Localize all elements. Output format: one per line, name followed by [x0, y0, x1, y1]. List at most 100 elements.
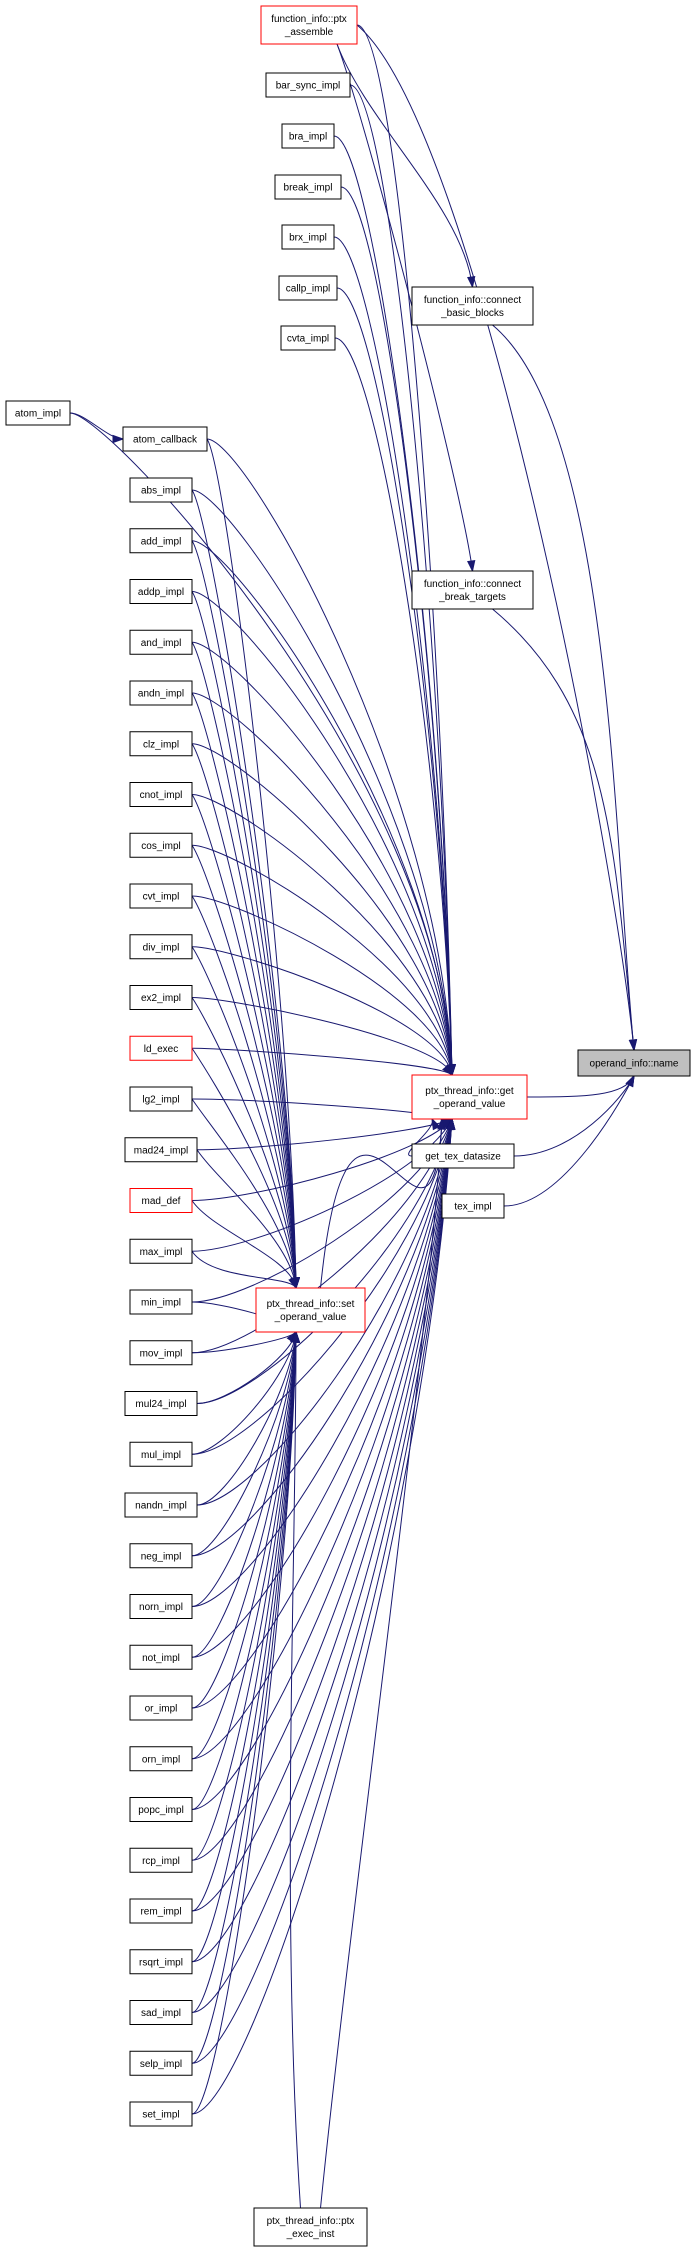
node-popc-impl[interactable]: popc_impl — [129, 1797, 193, 1822]
node-box — [280, 325, 336, 351]
node-label: atom_impl — [15, 409, 61, 420]
edge-ld_exec-to-get_op — [191, 1047, 453, 1076]
edge-neg_impl-to-set_op — [191, 1331, 297, 1557]
node-label: selp_impl — [140, 2059, 182, 2070]
node-label: _exec_inst — [286, 2229, 335, 2240]
node-box — [129, 1746, 193, 1772]
edge-addp_impl-to-set_op — [191, 591, 297, 1289]
node-atom-callback[interactable]: atom_callback — [122, 426, 208, 452]
node-norn-impl[interactable]: norn_impl — [129, 1594, 193, 1619]
node-fi-assemble[interactable]: function_info::ptx_assemble — [260, 5, 358, 45]
node-label: tex_impl — [454, 1202, 491, 1213]
edge-selp_impl-to-set_op — [191, 1331, 297, 2064]
node-set-impl[interactable]: set_impl — [129, 2101, 193, 2127]
arrowhead-set_impl-to-get_op — [447, 1117, 456, 1130]
node-mul24-impl[interactable]: mul24_impl — [124, 1391, 198, 1416]
node-abs-impl[interactable]: abs_impl — [129, 477, 193, 503]
arrowhead-tex_impl-to-target — [625, 1074, 635, 1088]
edge-cvt_impl-to-set_op — [191, 895, 297, 1289]
edge-orn_impl-to-set_op — [191, 1331, 297, 1760]
edge-mad_def-to-get_op — [191, 1118, 453, 1201]
edge-cnot_impl-to-set_op — [191, 794, 297, 1289]
node-add-impl[interactable]: add_impl — [129, 528, 193, 554]
node-set-op[interactable]: ptx_thread_info::set_operand_value — [255, 1287, 366, 1333]
node-box — [129, 1188, 193, 1213]
node-box — [122, 426, 208, 452]
node-tex-impl[interactable]: tex_impl — [441, 1193, 505, 1219]
node-box — [129, 477, 193, 503]
node-label: bra_impl — [289, 132, 327, 143]
node-orn-impl[interactable]: orn_impl — [129, 1746, 193, 1772]
node-target[interactable]: operand_info::name — [577, 1049, 691, 1077]
node-label: addp_impl — [138, 587, 184, 598]
node-mad24-impl[interactable]: mad24_impl — [124, 1137, 198, 1163]
node-and-impl[interactable]: and_impl — [129, 629, 193, 655]
node-mul-impl[interactable]: mul_impl — [129, 1441, 193, 1467]
node-bar-sync-impl[interactable]: bar_sync_impl — [265, 72, 351, 98]
node-min-impl[interactable]: min_impl — [129, 1289, 193, 1315]
edge-exec_inst-to-set_op — [289, 1331, 301, 2209]
node-box — [278, 275, 338, 301]
edge-tex_impl-to-target — [503, 1075, 635, 1207]
node-cnot-impl[interactable]: cnot_impl — [129, 782, 193, 807]
node-mov-impl[interactable]: mov_impl — [129, 1340, 193, 1366]
node-bra-impl[interactable]: bra_impl — [281, 123, 335, 149]
node-box — [129, 1594, 193, 1619]
node-box — [124, 1391, 198, 1416]
node-callp-impl[interactable]: callp_impl — [278, 275, 338, 301]
nodes-layer: operand_info::nameptx_thread_info::get_o… — [5, 5, 691, 2247]
node-not-impl[interactable]: not_impl — [129, 1644, 193, 1670]
node-box — [129, 985, 193, 1010]
node-exec-inst[interactable]: ptx_thread_info::ptx_exec_inst — [253, 2207, 368, 2247]
edge-neg_impl-to-get_op — [191, 1118, 453, 1557]
node-box — [129, 629, 193, 655]
node-rsqrt-impl[interactable]: rsqrt_impl — [129, 1949, 193, 1975]
node-break-impl[interactable]: break_impl — [274, 174, 342, 200]
node-ld-exec[interactable]: ld_exec — [129, 1035, 193, 1061]
node-box — [265, 72, 351, 98]
edge-fi_assemble-to-get_op — [356, 24, 453, 1076]
node-max-impl[interactable]: max_impl — [129, 1238, 193, 1264]
node-mad-def[interactable]: mad_def — [129, 1188, 193, 1213]
node-rem-impl[interactable]: rem_impl — [129, 1898, 193, 1924]
node-label: add_impl — [141, 536, 182, 547]
node-label: brx_impl — [289, 233, 327, 244]
node-selp-impl[interactable]: selp_impl — [129, 2050, 193, 2076]
node-nandn-impl[interactable]: nandn_impl — [124, 1492, 198, 1518]
node-brx-impl[interactable]: brx_impl — [281, 224, 335, 250]
edge-cos_impl-to-set_op — [191, 844, 297, 1289]
edge-atom_callback-to-set_op — [206, 438, 297, 1289]
node-label: rsqrt_impl — [139, 1957, 183, 1968]
node-rcp-impl[interactable]: rcp_impl — [129, 1847, 193, 1873]
edge-and_impl-to-get_op — [191, 641, 453, 1076]
node-lg2-impl[interactable]: lg2_impl — [129, 1086, 193, 1112]
node-atom-impl[interactable]: atom_impl — [5, 400, 71, 426]
node-cvta-impl[interactable]: cvta_impl — [280, 325, 336, 351]
node-get-tex[interactable]: get_tex_datasize — [411, 1143, 515, 1169]
node-get-op[interactable]: ptx_thread_info::get_operand_value — [411, 1074, 528, 1120]
edge-rcp_impl-to-set_op — [191, 1331, 297, 1861]
node-label: sad_impl — [141, 2008, 181, 2019]
node-box — [281, 224, 335, 250]
node-ex2-impl[interactable]: ex2_impl — [129, 985, 193, 1010]
node-neg-impl[interactable]: neg_impl — [129, 1543, 193, 1569]
node-fi-bb[interactable]: function_info::connect_basic_blocks — [411, 286, 534, 326]
node-or-impl[interactable]: or_impl — [129, 1695, 193, 1721]
edge-atom_callback-to-get_op — [206, 438, 453, 1076]
node-label: break_impl — [284, 183, 333, 194]
edge-clz_impl-to-get_op — [191, 743, 453, 1076]
edge-callp_impl-to-get_op — [336, 287, 453, 1076]
node-div-impl[interactable]: div_impl — [129, 934, 193, 960]
node-sad-impl[interactable]: sad_impl — [129, 2000, 193, 2025]
node-cvt-impl[interactable]: cvt_impl — [129, 883, 193, 909]
node-fi-bt[interactable]: function_info::connect_break_targets — [411, 570, 534, 610]
edge-add_impl-to-get_op — [191, 540, 453, 1076]
node-addp-impl[interactable]: addp_impl — [129, 579, 193, 604]
node-box — [129, 680, 193, 706]
arrowhead-exec_inst-to-set_op — [291, 1330, 301, 1343]
node-cos-impl[interactable]: cos_impl — [129, 832, 193, 858]
arrowhead-set_op-to-get_op — [437, 1117, 446, 1130]
node-clz-impl[interactable]: clz_impl — [129, 731, 193, 757]
node-label: atom_callback — [133, 435, 198, 446]
node-andn-impl[interactable]: andn_impl — [129, 680, 193, 706]
